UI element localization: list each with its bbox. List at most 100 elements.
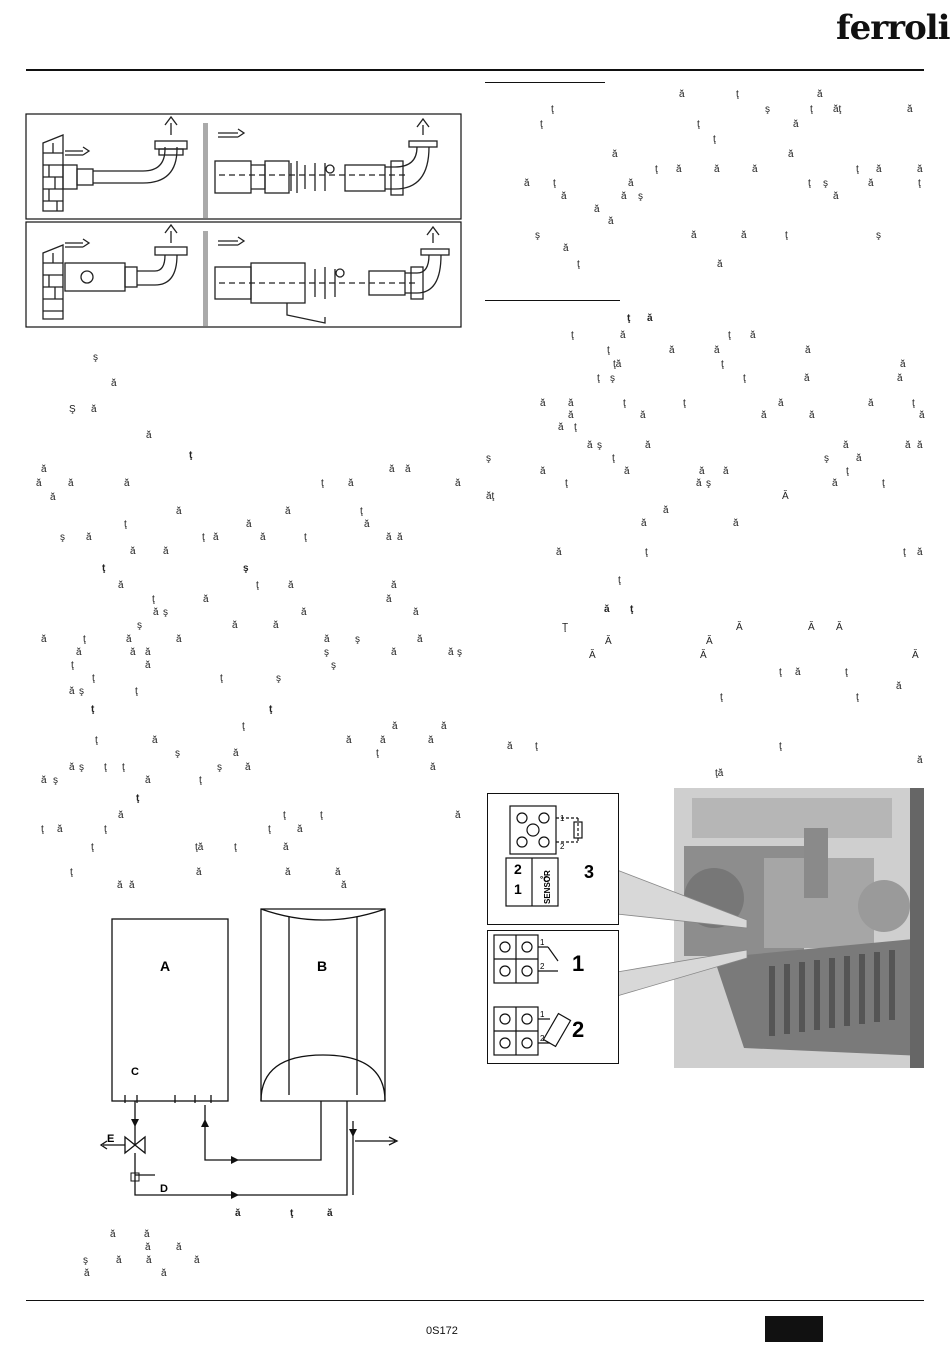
- text-glyph: ţ: [540, 119, 543, 130]
- text-glyph: ţ: [136, 793, 140, 804]
- text-glyph: ţ: [95, 735, 98, 746]
- text-glyph: ă: [714, 164, 720, 175]
- text-glyph: ă: [587, 440, 593, 451]
- text-glyph: ţ: [553, 178, 556, 189]
- text-glyph: ţă: [715, 768, 724, 779]
- text-glyph: ţă: [613, 359, 622, 370]
- text-glyph: ă: [640, 410, 646, 421]
- text-glyph: ă: [69, 762, 75, 773]
- text-glyph: ă: [389, 464, 395, 475]
- text-glyph: ă: [110, 1229, 116, 1240]
- text-glyph: ţ: [779, 667, 782, 678]
- text-glyph: ă: [145, 1242, 151, 1253]
- text-glyph: ţ: [256, 580, 259, 591]
- term-a-2: 2: [540, 962, 545, 971]
- term-b-2: 2: [540, 1034, 545, 1043]
- text-glyph: ţ: [304, 532, 307, 543]
- text-glyph: ă: [620, 330, 626, 341]
- text-glyph: ă: [163, 546, 169, 557]
- text-glyph: ţ: [320, 810, 323, 821]
- text-glyph: ţ: [122, 762, 125, 773]
- text-glyph: ţ: [102, 563, 106, 574]
- text-glyph: ţ: [571, 330, 574, 341]
- sensor-term-1: 1: [560, 814, 565, 823]
- text-glyph: ă: [691, 230, 697, 241]
- text-glyph: ă: [145, 775, 151, 786]
- text-glyph: ă: [804, 373, 810, 384]
- text-glyph: ă: [876, 164, 882, 175]
- sensor-temp-unit: °C: [540, 875, 549, 884]
- text-glyph: ţ: [565, 478, 568, 489]
- text-glyph: ă: [91, 404, 97, 415]
- section-rule-1: [485, 82, 605, 83]
- text-glyph: ă: [676, 164, 682, 175]
- text-glyph: ă: [348, 478, 354, 489]
- text-glyph: ă: [817, 89, 823, 100]
- text-glyph: ţ: [713, 134, 716, 145]
- text-glyph: ă: [335, 867, 341, 878]
- text-glyph: ă: [145, 647, 151, 658]
- text-glyph: ţ: [71, 660, 74, 671]
- boiler-installation-diagram: A B C D E: [99, 908, 399, 1199]
- thermostat-terminal-inset: 1 2 1 2 1 2: [487, 930, 619, 1064]
- text-glyph: ş: [535, 230, 540, 241]
- text-glyph: ţ: [785, 230, 788, 241]
- text-glyph: ş: [217, 762, 222, 773]
- text-glyph: ă: [723, 466, 729, 477]
- text-glyph: ă: [428, 735, 434, 746]
- text-glyph: ă: [795, 667, 801, 678]
- term-a-1: 1: [540, 938, 545, 947]
- text-glyph: ă: [645, 440, 651, 451]
- text-glyph: ş: [823, 178, 828, 189]
- text-glyph: ă: [118, 810, 124, 821]
- text-glyph: ă: [297, 824, 303, 835]
- sensor-term-2: 2: [560, 842, 565, 851]
- sensor-box-2: 2: [514, 861, 522, 877]
- text-glyph: ă: [907, 104, 913, 115]
- text-glyph: ă: [392, 721, 398, 732]
- text-glyph: ţ: [918, 178, 921, 189]
- text-glyph: ţ: [618, 575, 621, 586]
- text-glyph: ă: [50, 492, 56, 503]
- text-glyph: ş: [486, 453, 491, 464]
- text-glyph: ţ: [91, 842, 94, 853]
- text-glyph: ţ: [41, 824, 44, 835]
- text-glyph: ă: [856, 453, 862, 464]
- text-glyph: ă: [380, 735, 386, 746]
- text-glyph: ţ: [360, 506, 363, 517]
- text-glyph: ă: [917, 440, 923, 451]
- text-glyph: ă: [714, 345, 720, 356]
- sensor-terminal-inset: 1 2 1 2 SENSOR °C 3: [487, 793, 619, 925]
- text-glyph: ţ: [597, 373, 600, 384]
- text-glyph: ă: [663, 505, 669, 516]
- text-glyph: ţ: [83, 634, 86, 645]
- text-glyph: ă: [364, 519, 370, 530]
- text-glyph: ă: [176, 1242, 182, 1253]
- text-glyph: ş: [324, 647, 329, 658]
- text-glyph: ă: [741, 230, 747, 241]
- text-glyph: ă: [235, 1208, 241, 1219]
- text-glyph: ş: [824, 453, 829, 464]
- connector-1-label: 1: [572, 951, 584, 976]
- text-glyph: ţ: [846, 466, 849, 477]
- text-glyph: ţ: [104, 762, 107, 773]
- text-glyph: ţ: [91, 704, 95, 715]
- text-glyph: ţ: [220, 673, 223, 684]
- text-glyph: ă: [232, 620, 238, 631]
- text-glyph: ă: [161, 1268, 167, 1279]
- text-glyph: ă: [568, 410, 574, 421]
- text-glyph: ş: [638, 191, 643, 202]
- text-glyph: ş: [355, 634, 360, 645]
- text-glyph: ă: [561, 191, 567, 202]
- text-glyph: ţ: [376, 748, 379, 759]
- text-glyph: ş: [53, 775, 58, 786]
- text-glyph: ă: [612, 149, 618, 160]
- text-glyph: ă: [285, 506, 291, 517]
- text-glyph: ă: [86, 532, 92, 543]
- text-glyph: ă: [391, 580, 397, 591]
- text-glyph: ş: [876, 230, 881, 241]
- text-glyph: ă: [405, 464, 411, 475]
- text-glyph: ă: [196, 867, 202, 878]
- text-glyph: ă: [621, 191, 627, 202]
- text-glyph: ţ: [720, 692, 723, 703]
